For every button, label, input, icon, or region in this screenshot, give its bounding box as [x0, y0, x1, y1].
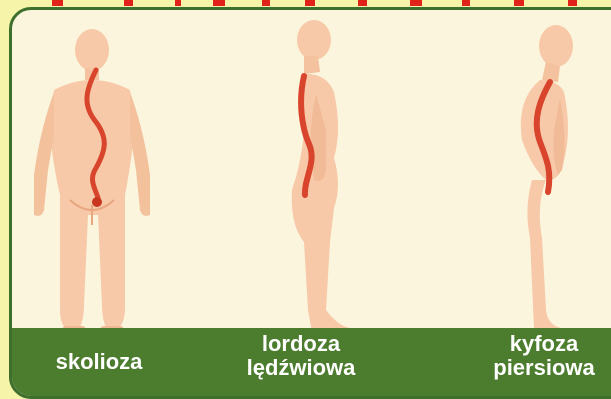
figure-scoliosis: [34, 29, 150, 335]
figure-kyphosis: [521, 25, 574, 334]
posture-panel: skolioza lordoza lędźwiowa kyfoza piersi…: [9, 7, 611, 399]
label-lumbar-lordosis: lordoza lędźwiowa: [226, 332, 376, 380]
label-bar: skolioza lordoza lędźwiowa kyfoza piersi…: [12, 328, 611, 396]
label-thoracic-kyphosis: kyfoza piersiowa: [474, 332, 611, 380]
label-scoliosis: skolioza: [34, 350, 164, 374]
figure-lordosis: [292, 20, 350, 334]
figures-illustration: [12, 10, 611, 340]
